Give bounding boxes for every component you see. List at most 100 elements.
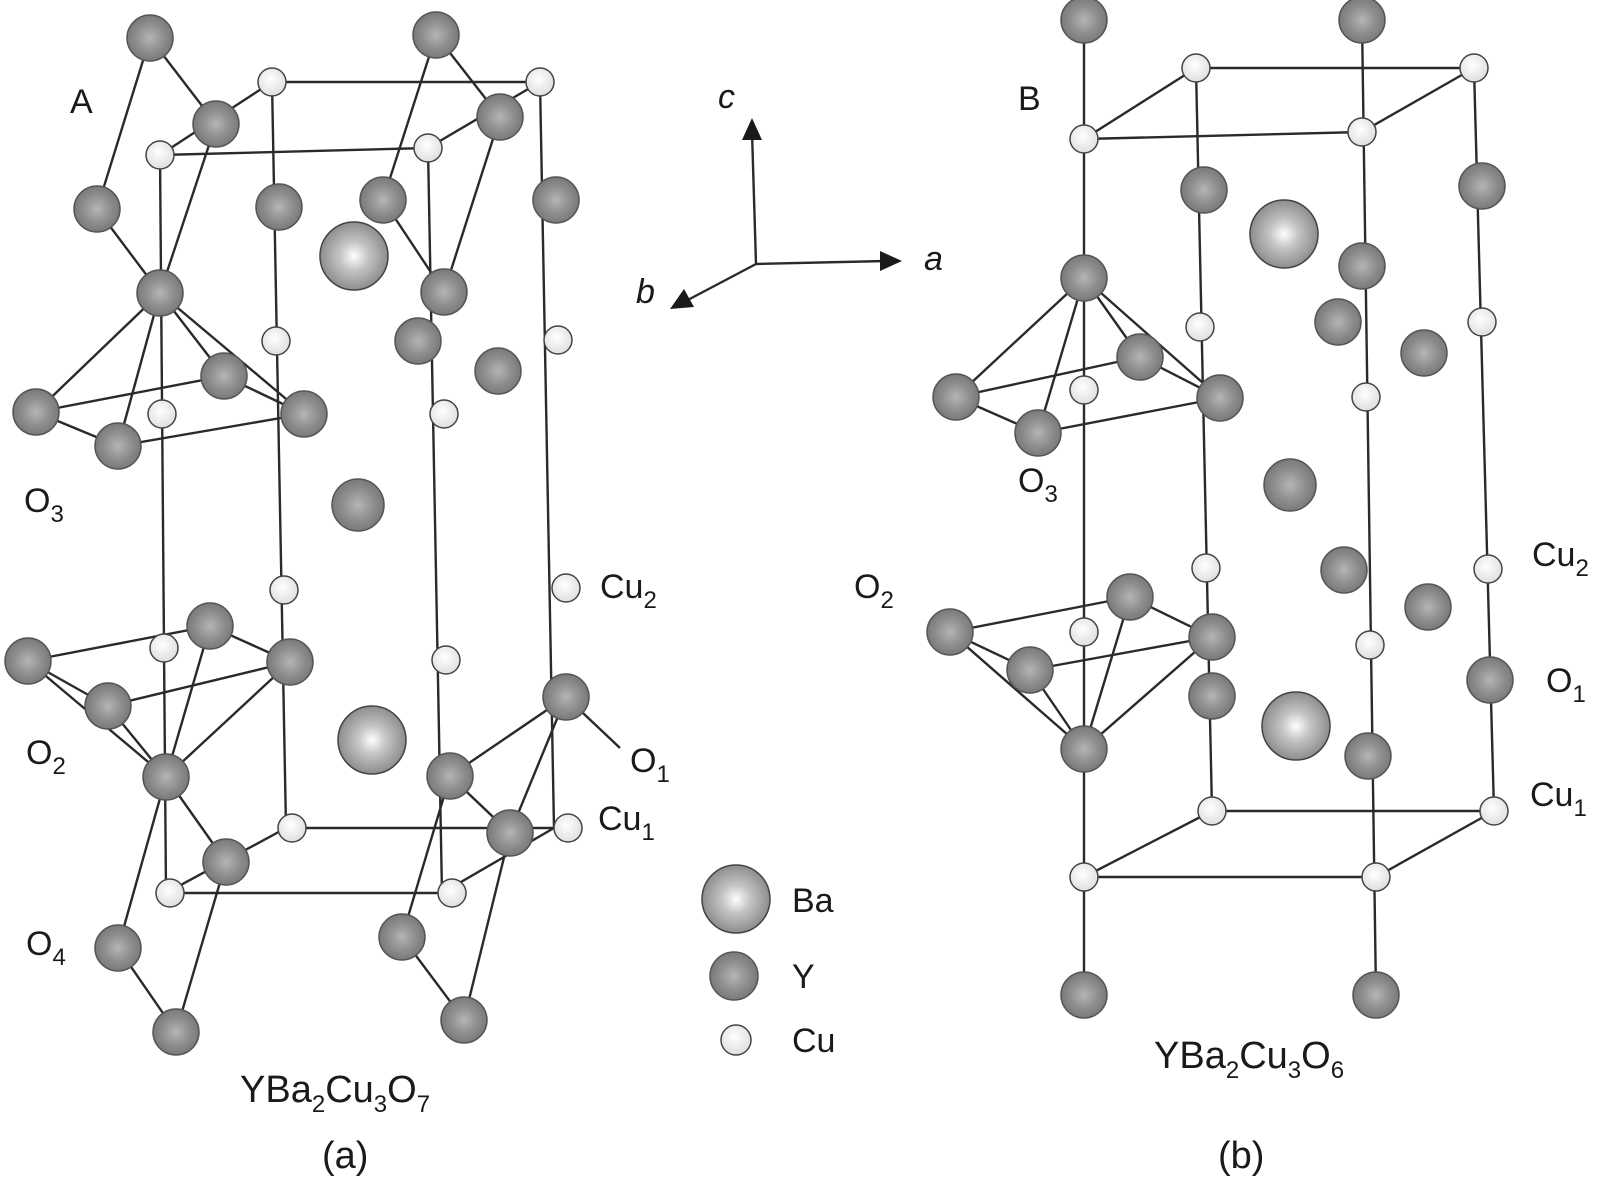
o-atom (1338, 0, 1386, 44)
cu-atom (1069, 617, 1099, 647)
cu-atom (413, 133, 443, 163)
panel-a-letter: A (70, 83, 93, 121)
cu-atom (1351, 382, 1381, 412)
o-atom (94, 924, 142, 972)
legend: Ba Y Cu (701, 864, 835, 1060)
o-atom (1458, 162, 1506, 210)
o-atom (1060, 971, 1108, 1019)
cu-atom (543, 325, 573, 355)
o-atom (926, 608, 974, 656)
label-o3-b: O3 (1018, 462, 1058, 508)
panel-b-labels: B O3 O2 Cu2 O1 Cu1 YBa2Cu3O6 (b) (854, 80, 1589, 1177)
o-atom (1314, 298, 1362, 346)
o-atom (1196, 374, 1244, 422)
o-atom (474, 347, 522, 395)
label-cu1-b: Cu1 (1530, 776, 1587, 822)
ba-atom (1249, 199, 1319, 269)
o-atom (73, 185, 121, 233)
o-atom (1006, 646, 1054, 694)
axes-indicator: c a b (636, 78, 943, 311)
o-atom (4, 637, 52, 685)
o-atom (1466, 656, 1514, 704)
o-atom (1060, 0, 1108, 44)
cu-atom (261, 326, 291, 356)
cu-atom (1181, 53, 1211, 83)
label-cu2: Cu2 (600, 568, 657, 614)
cu-atom (1355, 630, 1385, 660)
label-cu1: Cu1 (598, 800, 655, 846)
o-atom (136, 269, 184, 317)
legend-ba-label: Ba (792, 882, 834, 920)
cu-atom (277, 813, 307, 843)
o-atom (1344, 732, 1392, 780)
axis-c-label: c (718, 78, 735, 116)
o-atom (476, 93, 524, 141)
cu-atom (1069, 375, 1099, 405)
cu-atom (1191, 553, 1221, 583)
caption-a: (a) (322, 1135, 368, 1177)
o-atom (152, 1008, 200, 1056)
cu-atom (1197, 796, 1227, 826)
cu-atom (145, 140, 175, 170)
o-atom (126, 14, 174, 62)
legend-cu-label: Cu (792, 1022, 835, 1060)
o-atom (1180, 166, 1228, 214)
o-atom (200, 352, 248, 400)
caption-b: (b) (1218, 1135, 1264, 1177)
o-atom (266, 638, 314, 686)
o-atom (440, 996, 488, 1044)
ba-atom (337, 705, 407, 775)
cu-atom (525, 67, 555, 97)
cu-atom (429, 399, 459, 429)
y-atom (1263, 458, 1317, 512)
o-atom (84, 682, 132, 730)
o-atom (280, 390, 328, 438)
cu-atom (257, 67, 287, 97)
cu-atom (1459, 53, 1489, 83)
axis-a-label: a (924, 240, 943, 278)
o-atom (1116, 333, 1164, 381)
label-o2-b: O2 (854, 568, 894, 614)
o-atom (12, 388, 60, 436)
o-atom (1014, 409, 1062, 457)
o-atom (1404, 583, 1452, 631)
o-atom (1400, 329, 1448, 377)
o-atom (142, 753, 190, 801)
cu-atom (431, 645, 461, 675)
legend-y-swatch (709, 951, 759, 1001)
cu-atom (437, 878, 467, 908)
cu-atom (155, 878, 185, 908)
o-atom (394, 317, 442, 365)
axis-b-label: b (636, 273, 655, 311)
panel-a-bonds (27, 34, 621, 1033)
cu-atom (269, 575, 299, 605)
label-o1-b: O1 (1546, 662, 1586, 708)
o-atom (186, 602, 234, 650)
label-o4: O4 (26, 925, 66, 971)
o-atom (1188, 672, 1236, 720)
legend-y-label: Y (792, 958, 815, 996)
panel-b-bonds (949, 19, 1496, 996)
o-atom (1338, 242, 1386, 290)
ba-atom (319, 221, 389, 291)
o-atom (1188, 613, 1236, 661)
formula-b: YBa2Cu3O6 (1154, 1035, 1344, 1084)
o-atom (932, 373, 980, 421)
cu-atom (1347, 117, 1377, 147)
o-atom (412, 11, 460, 59)
y-atom (331, 478, 385, 532)
cu-atom (1479, 796, 1509, 826)
legend-ba-swatch (701, 864, 771, 934)
panel-a-atoms (4, 11, 590, 1056)
cu-atom (1069, 124, 1099, 154)
cu-atom (149, 633, 179, 663)
cu-atom (147, 399, 177, 429)
cu-atom (551, 573, 581, 603)
o-atom (486, 809, 534, 857)
o-atom (202, 838, 250, 886)
label-o3: O3 (24, 482, 64, 528)
cu-atom (1185, 312, 1215, 342)
cu-atom (1361, 862, 1391, 892)
o-atom (378, 913, 426, 961)
